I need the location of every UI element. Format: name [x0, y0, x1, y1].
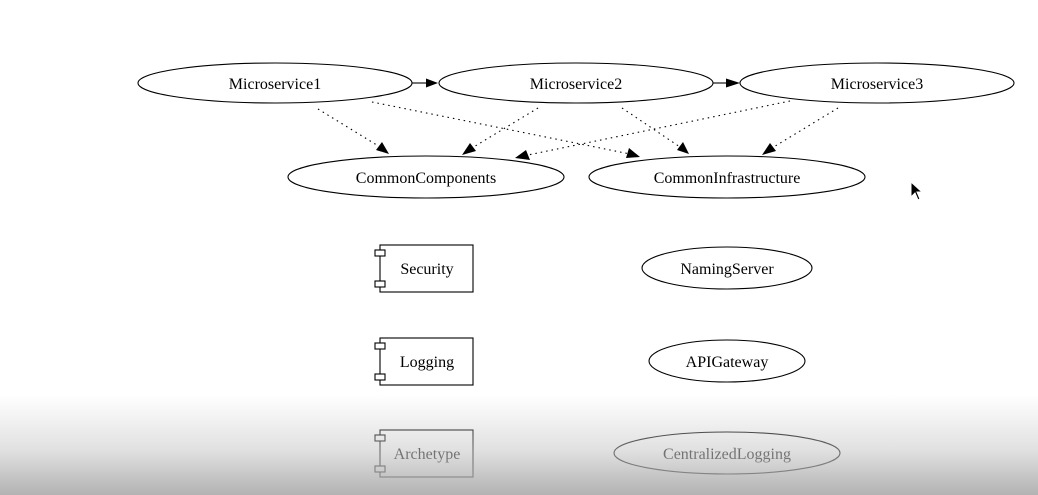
edge-microservice2-to-commoninfrastructure	[621, 107, 689, 154]
node-namingserver[interactable]: NamingServer	[641, 246, 813, 290]
node-centralizedlogging[interactable]: CentralizedLogging	[613, 431, 841, 475]
node-label: Microservice2	[530, 76, 622, 93]
node-label: CommonComponents	[356, 170, 496, 187]
node-archetype[interactable]: Archetype	[374, 429, 474, 478]
node-label: Microservice1	[229, 76, 321, 93]
node-label: NamingServer	[680, 261, 774, 278]
edge-microservice2-to-commoncomponents	[462, 107, 539, 155]
node-apigateway[interactable]: APIGateway	[648, 339, 806, 383]
node-logging[interactable]: Logging	[374, 337, 474, 386]
edges	[317, 78, 839, 160]
node-microservice3[interactable]: Microservice3	[739, 62, 1015, 104]
node-label: Logging	[400, 354, 454, 371]
node-microservice1[interactable]: Microservice1	[137, 62, 413, 104]
node-microservice2[interactable]: Microservice2	[438, 62, 714, 104]
node-label: CentralizedLogging	[663, 446, 791, 463]
edge-microservice1-to-commoninfrastructure	[371, 101, 640, 158]
node-label: Archetype	[394, 446, 461, 463]
edge-microservice3-to-commoninfrastructure	[762, 107, 839, 155]
edge-microservice1-to-commoncomponents	[317, 108, 389, 154]
node-label: APIGateway	[686, 354, 769, 371]
edge-microservice1-to-microservice2	[412, 78, 438, 88]
mouse-pointer-icon	[910, 180, 924, 201]
node-label: Security	[400, 261, 453, 278]
node-label: Microservice3	[831, 76, 923, 93]
node-commoncomponents[interactable]: CommonComponents	[287, 155, 565, 199]
node-security[interactable]: Security	[374, 244, 474, 293]
edge-microservice2-to-microservice3	[712, 78, 740, 88]
edge-microservice3-to-commoncomponents	[515, 100, 791, 160]
node-label: CommonInfrastructure	[654, 170, 801, 187]
node-commoninfrastructure[interactable]: CommonInfrastructure	[588, 155, 866, 199]
